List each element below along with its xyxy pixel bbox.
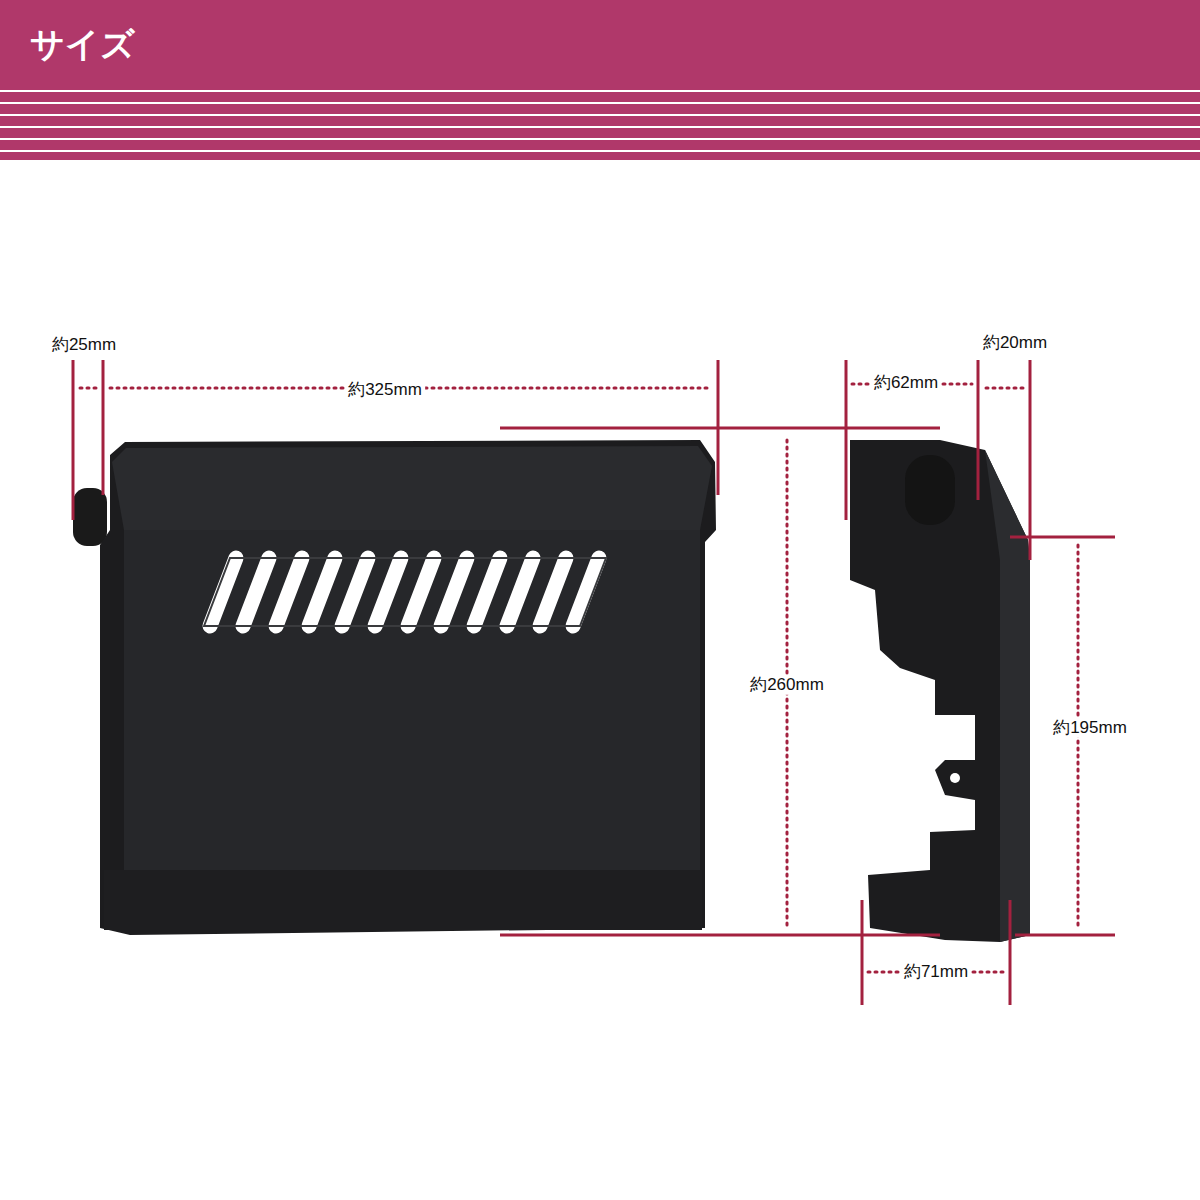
dimension-label: 約260mm	[747, 675, 827, 695]
dimension-label: 約71mm	[901, 962, 971, 982]
dimension-label: 約325mm	[345, 380, 425, 400]
dimension-label: 約20mm	[980, 333, 1050, 353]
dimension-label: 約62mm	[871, 373, 941, 393]
section-title: サイズ	[30, 22, 135, 68]
dimension-label: 約25mm	[49, 335, 119, 355]
dimension-label: 約195mm	[1050, 718, 1130, 738]
